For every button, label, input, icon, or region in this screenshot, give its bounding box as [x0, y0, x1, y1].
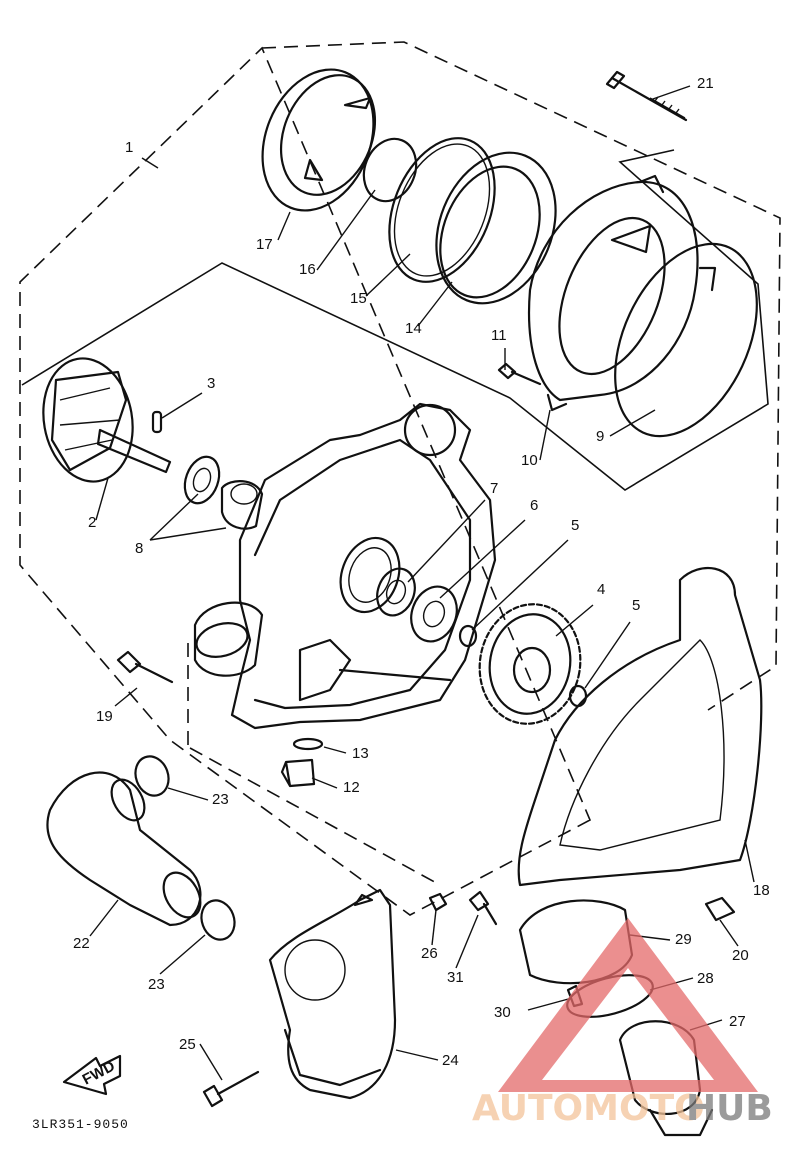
- bolt-31: [468, 890, 498, 926]
- leader-lines: [89, 85, 755, 1081]
- callout-c14: 14: [405, 320, 422, 337]
- callout-c16: 16: [299, 261, 316, 278]
- callout-c23b: 23: [148, 976, 165, 993]
- callout-c11: 11: [491, 327, 507, 344]
- callout-c30: 30: [494, 1004, 511, 1021]
- circlip-5b: [568, 684, 588, 708]
- pump-cover-10: [527, 174, 717, 412]
- callout-c9: 9: [596, 428, 604, 445]
- callout-c29: 29: [675, 931, 692, 948]
- callout-c19: 19: [96, 708, 113, 725]
- callout-c31: 31: [447, 969, 464, 986]
- callout-c21: 21: [697, 75, 714, 92]
- assembly-boundary-dashed-2: [187, 640, 441, 886]
- callout-c6: 6: [530, 497, 538, 514]
- callout-c24: 24: [442, 1052, 459, 1069]
- callout-c1: 1: [125, 139, 133, 156]
- callout-numbers: 1234556789101112131415161718192021222323…: [73, 75, 770, 1069]
- o-ring-15: [388, 137, 496, 283]
- callout-c28: 28: [697, 970, 714, 987]
- callout-c12: 12: [343, 779, 360, 796]
- gasket-9: [614, 242, 758, 438]
- damper-20: [704, 896, 736, 922]
- callout-c10: 10: [521, 452, 538, 469]
- seal-17: [261, 68, 377, 212]
- grommet-26: [428, 892, 448, 912]
- watermark-text-left: AUTOMOTO: [472, 1088, 705, 1129]
- bearing-7: [376, 567, 416, 617]
- assembly-boundary-dashed: [19, 41, 781, 916]
- fwd-arrow: FWD: [62, 1054, 122, 1096]
- callout-c17: 17: [256, 236, 273, 253]
- callout-c2: 2: [88, 514, 96, 531]
- callout-c20: 20: [732, 947, 749, 964]
- callout-c22: 22: [73, 935, 90, 952]
- gear-4: [478, 603, 582, 725]
- callout-c5a: 5: [571, 517, 579, 534]
- part-code: 3LR351-9050: [32, 1117, 129, 1132]
- watermark-logo-icon: [498, 918, 758, 1092]
- plug-12: [280, 758, 316, 788]
- impeller-2: [42, 357, 172, 483]
- water-pump-housing: [193, 402, 497, 730]
- bearing-6: [410, 585, 458, 643]
- watermark: AUTOMOTO HUB: [472, 918, 773, 1129]
- elbow-pipe-22: [46, 771, 202, 927]
- callout-c26: 26: [421, 945, 438, 962]
- bolt-11: [497, 362, 542, 386]
- callout-c27: 27: [729, 1013, 746, 1030]
- thermostat-housing-24: [268, 888, 397, 1100]
- callout-c18: 18: [753, 882, 770, 899]
- callout-c3: 3: [207, 375, 215, 392]
- callout-c25: 25: [179, 1036, 196, 1053]
- bolt-25: [202, 1070, 260, 1108]
- seals-8: [183, 455, 264, 530]
- callout-c15: 15: [350, 290, 367, 307]
- bolt-19: [116, 650, 174, 684]
- o-ring-23b: [200, 899, 236, 941]
- o-ring-13: [292, 737, 324, 751]
- callout-c4: 4: [597, 581, 605, 598]
- callout-c7: 7: [490, 480, 498, 497]
- callout-c5b: 5: [632, 597, 640, 614]
- callout-c23a: 23: [212, 791, 229, 808]
- gasket-18: [517, 566, 763, 887]
- disc-16: [362, 137, 418, 203]
- circlip-5a: [458, 624, 478, 648]
- callout-c13: 13: [352, 745, 369, 762]
- o-ring-23a: [134, 755, 170, 797]
- pin-3: [151, 410, 163, 434]
- bolt-21: [605, 70, 688, 122]
- ring-14: [435, 151, 557, 305]
- callout-c8: 8: [135, 540, 143, 557]
- watermark-text-right: HUB: [686, 1088, 773, 1129]
